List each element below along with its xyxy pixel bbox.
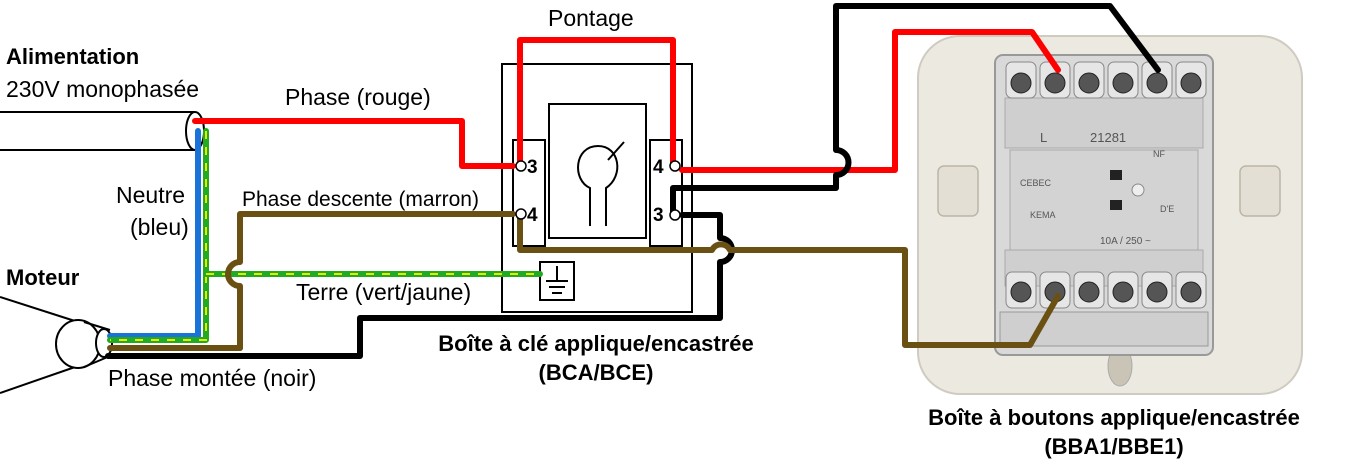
button-box-subtitle: (BBA1/BBE1) — [1044, 434, 1183, 459]
terminal-right-bottom: 3 — [653, 205, 664, 226]
alimentation-title: Alimentation — [6, 44, 139, 69]
key-switch-mechanism — [548, 103, 647, 239]
keyhole-icon — [577, 144, 619, 226]
terminal-dot — [669, 160, 681, 172]
right-terminal-block — [649, 139, 683, 247]
phase-montee-label: Phase montée (noir) — [108, 365, 316, 391]
module-de: D'E — [1160, 204, 1174, 214]
key-box-subtitle: (BCA/BCE) — [539, 360, 654, 385]
wire-brown-to-buttons — [517, 211, 1061, 348]
wire-phase-red — [192, 118, 516, 169]
button-box-title: Boîte à boutons applique/encastrée — [928, 405, 1300, 430]
neutre-sub-label: (bleu) — [130, 214, 189, 240]
phase-descente-label: Phase descente (marron) — [242, 188, 479, 211]
wire-neutre-blue — [107, 128, 201, 339]
wire-pontage-red — [517, 37, 676, 169]
ground-icon — [539, 261, 575, 301]
wire-phase-descente-brown — [225, 211, 516, 351]
module-kema: KEMA — [1030, 210, 1056, 220]
terminal-left-bottom: 4 — [527, 205, 538, 226]
terre-label: Terre (vert/jaune) — [296, 279, 471, 305]
top-screw-row — [1005, 61, 1207, 99]
power-supply-cable — [0, 111, 205, 151]
key-box-title: Boîte à clé applique/encastrée — [438, 331, 753, 356]
alimentation-subtitle: 230V monophasée — [6, 76, 199, 102]
terminal-dot — [669, 209, 681, 221]
module-rating: 10A / 250 ~ — [1100, 236, 1151, 247]
module-l-mark: L — [1040, 130, 1047, 145]
neutre-label: Neutre — [116, 182, 185, 208]
terminal-dot — [515, 160, 527, 172]
wire-phase-to-buttons — [679, 29, 1061, 173]
phase-rouge-label: Phase (rouge) — [285, 84, 431, 110]
module-nf: NF — [1153, 149, 1165, 159]
button-box-photo: L 21281 10A / 250 ~ CEBEC KEMA NF D'E — [917, 35, 1303, 395]
bottom-screw-row — [1005, 271, 1207, 309]
terminal-left-top: 3 — [527, 157, 538, 178]
pontage-label: Pontage — [548, 5, 634, 31]
moteur-title: Moteur — [6, 265, 80, 290]
terminal-dot — [515, 208, 527, 220]
module-ref: 21281 — [1090, 130, 1126, 145]
module-cebec: CEBEC — [1020, 178, 1052, 188]
wire-black-buttons-to-key — [670, 3, 1161, 218]
motor-cable — [0, 296, 113, 394]
terminal-right-top: 4 — [653, 157, 664, 178]
